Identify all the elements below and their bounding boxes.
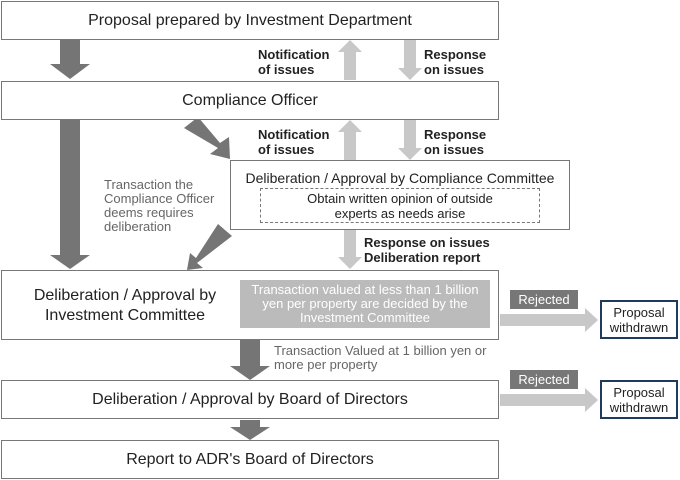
arrow-rejected-2 bbox=[500, 388, 598, 412]
investment-committee-text: Deliberation / Approval by Investment Co… bbox=[33, 287, 217, 324]
deliberation-required-note: Transaction the Compliance Officer deems… bbox=[104, 177, 215, 234]
arrow-notification-1 bbox=[338, 40, 362, 80]
investment-committee-note: Transaction valued at less than 1 billio… bbox=[240, 280, 490, 328]
arrow-proposal-to-officer bbox=[50, 40, 90, 79]
arrow-rejected-1 bbox=[500, 308, 598, 332]
outside-experts-box: Obtain written opinion of outside expert… bbox=[260, 188, 540, 223]
board-text: Deliberation / Approval by Board of Dire… bbox=[92, 390, 408, 408]
proposal-withdrawn-2: Proposal withdrawn bbox=[600, 380, 678, 419]
compliance-committee-box: Deliberation / Approval by Compliance Co… bbox=[230, 160, 570, 230]
notification-label-2: Notification of issues bbox=[258, 127, 330, 157]
rejected-label-2: Rejected bbox=[518, 372, 570, 387]
arrow-investment-to-board bbox=[230, 340, 270, 380]
board-box: Deliberation / Approval by Board of Dire… bbox=[1, 380, 499, 419]
arrow-notification-2 bbox=[338, 120, 362, 160]
response-label-2: Response on issues bbox=[424, 127, 487, 157]
response-label-1: Response on issues bbox=[424, 47, 487, 77]
report-box: Report to ADR's Board of Directors bbox=[1, 440, 499, 479]
proposal-withdrawn-text-2: Proposal withdrawn bbox=[609, 384, 669, 415]
compliance-officer-text: Compliance Officer bbox=[182, 91, 318, 109]
proposal-box: Proposal prepared by Investment Departme… bbox=[1, 1, 499, 40]
response-report-label: Response on issues Deliberation report bbox=[364, 235, 490, 265]
rejected-tag-1: Rejected bbox=[510, 290, 578, 309]
arrow-officer-to-compliance bbox=[184, 117, 230, 159]
arrow-response-1 bbox=[398, 40, 422, 80]
outside-experts-text: Obtain written opinion of outside expert… bbox=[307, 190, 493, 221]
compliance-committee-title: Deliberation / Approval by Compliance Co… bbox=[245, 170, 555, 186]
proposal-text: Proposal prepared by Investment Departme… bbox=[88, 11, 412, 29]
arrow-response-report bbox=[338, 230, 362, 269]
proposal-withdrawn-text-1: Proposal withdrawn bbox=[609, 304, 669, 335]
notification-label-1: Notification of issues bbox=[258, 47, 330, 77]
investment-committee-note-text: Transaction valued at less than 1 billio… bbox=[251, 282, 479, 325]
arrow-compliance-to-investment bbox=[187, 224, 232, 270]
rejected-tag-2: Rejected bbox=[510, 370, 578, 389]
proposal-withdrawn-1: Proposal withdrawn bbox=[600, 300, 678, 339]
arrow-board-to-report bbox=[230, 420, 270, 440]
arrow-response-2 bbox=[398, 120, 422, 160]
arrow-officer-to-investment bbox=[50, 120, 90, 269]
valued-over-note: Transaction Valued at 1 billion yen or m… bbox=[274, 343, 487, 372]
report-text: Report to ADR's Board of Directors bbox=[126, 450, 374, 468]
compliance-officer-box: Compliance Officer bbox=[1, 81, 499, 120]
rejected-label-1: Rejected bbox=[518, 292, 570, 307]
